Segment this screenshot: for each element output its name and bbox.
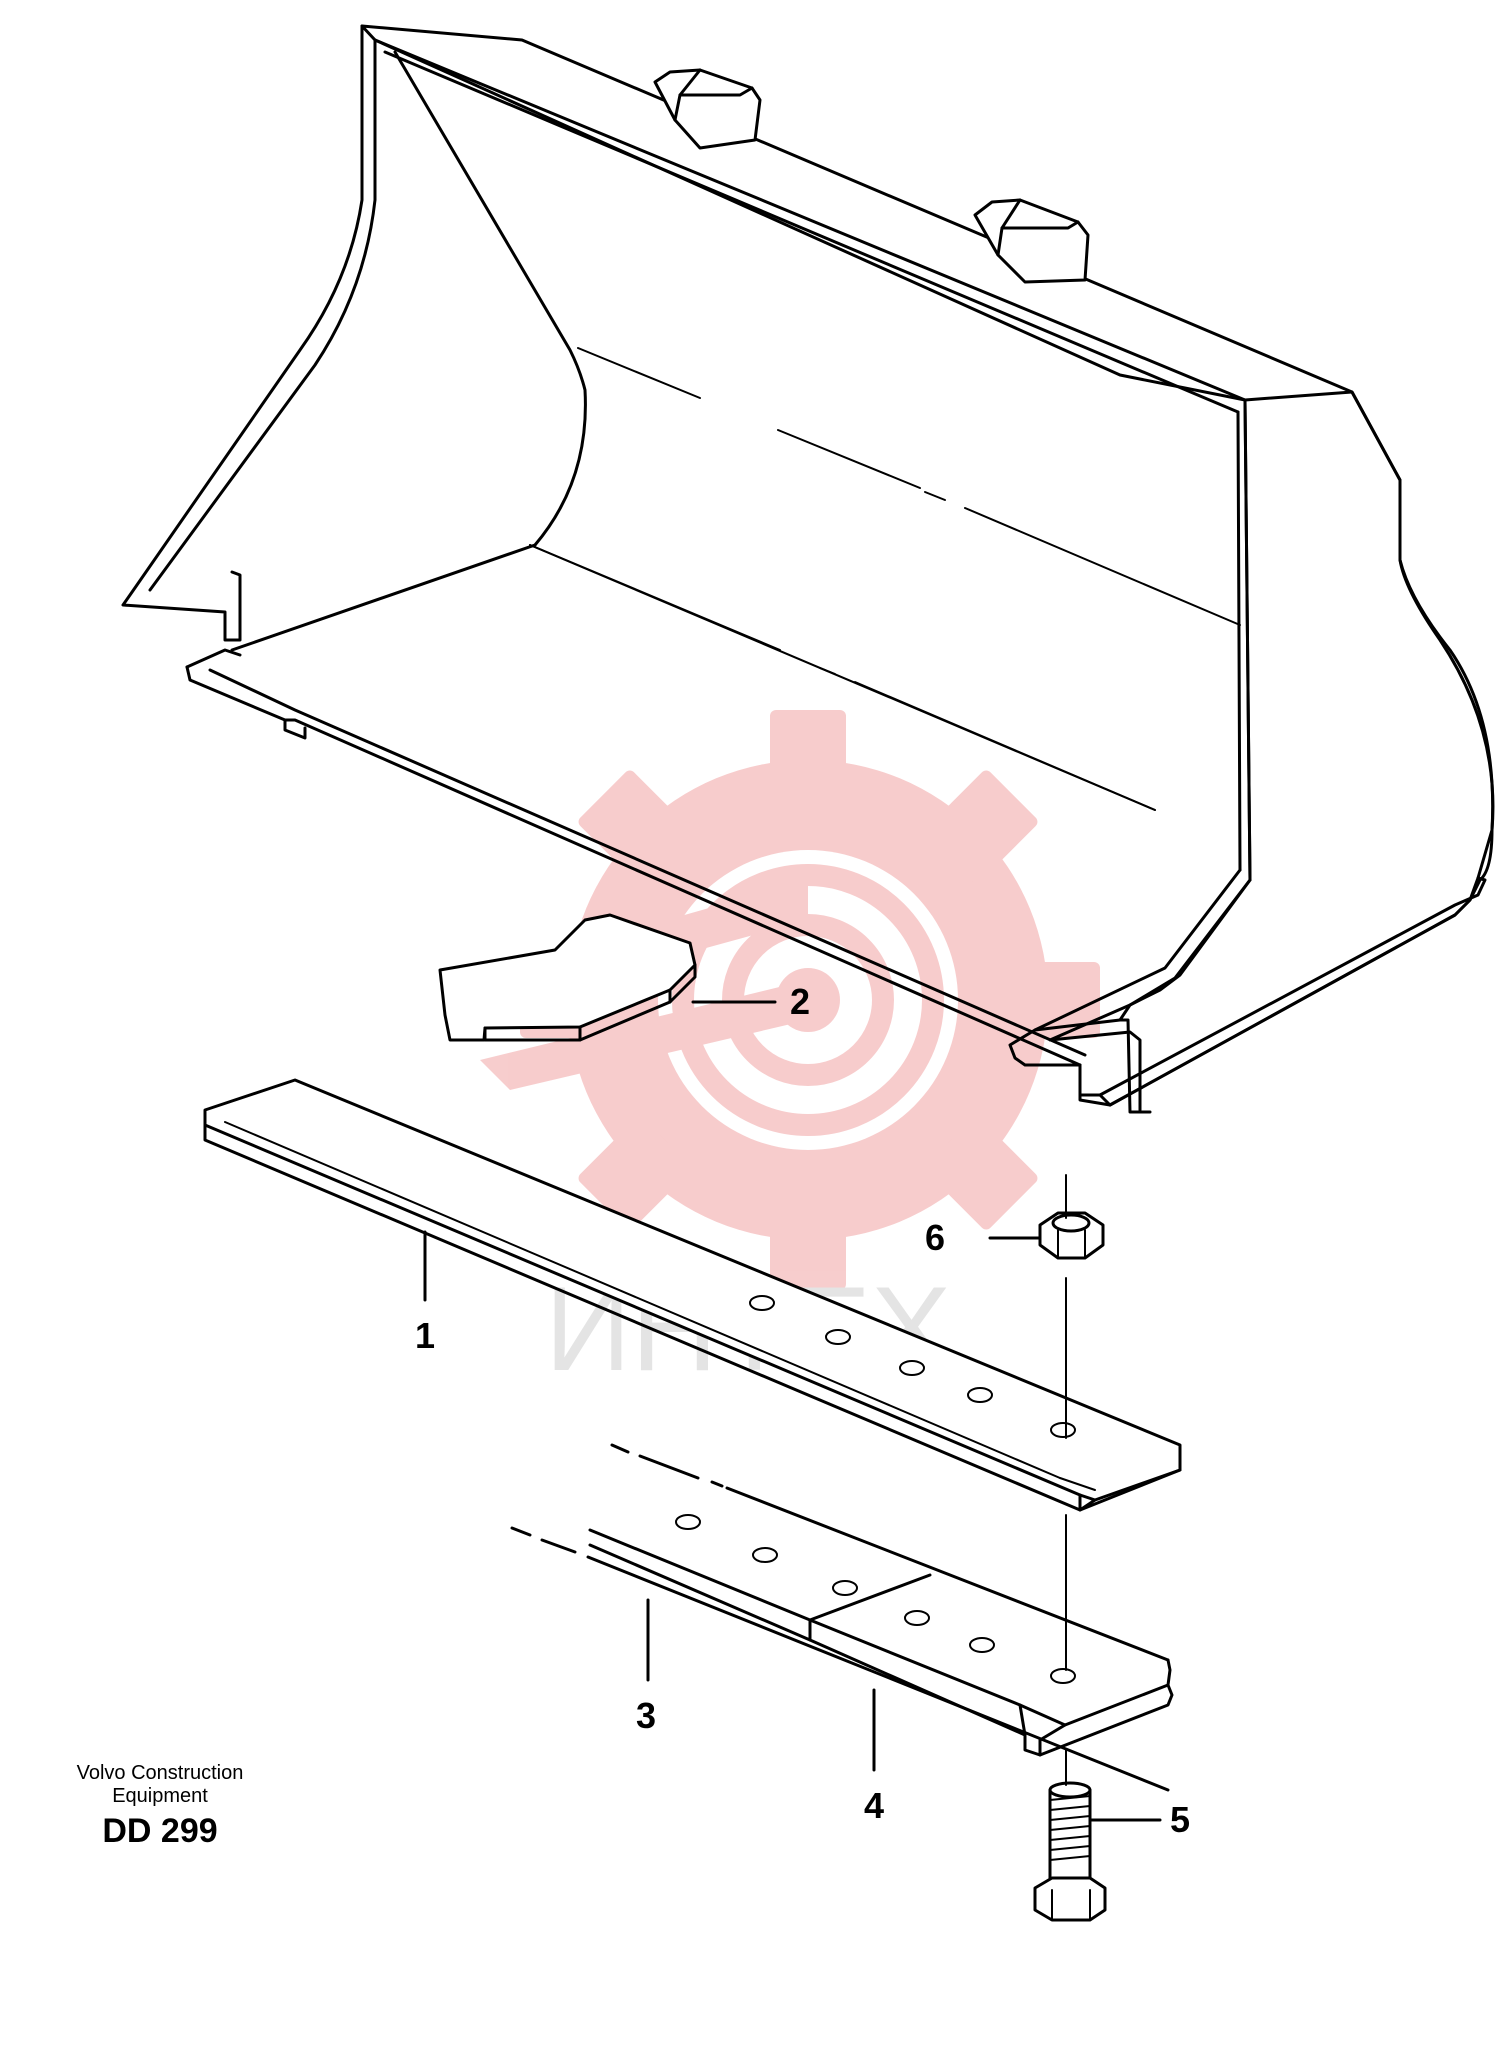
drawing-code: DD 299 (102, 1812, 218, 1850)
manufacturer-line-2: Equipment (112, 1785, 208, 1807)
callout-5: 5 (1170, 1799, 1190, 1840)
bolt-part-5 (1033, 1781, 1107, 1922)
bucket-drawing (121, 24, 1495, 1114)
callout-4: 4 (864, 1785, 884, 1826)
cutting-edge-segments-parts-3-4 (510, 1443, 1174, 1792)
nut-part-6 (1038, 1174, 1105, 1260)
callout-3: 3 (636, 1695, 656, 1736)
wear-plate-part-2 (438, 913, 697, 1042)
manufacturer-line-1: Volvo Construction (76, 1762, 244, 1784)
leader-lines (423, 1000, 1162, 1822)
callout-1: 1 (415, 1315, 435, 1356)
cutting-edge-part-1 (203, 1078, 1182, 1512)
callout-2: 2 (790, 981, 810, 1022)
manufacturer-label: Volvo Construction Equipment (40, 1762, 280, 1808)
callout-6: 6 (925, 1217, 945, 1258)
